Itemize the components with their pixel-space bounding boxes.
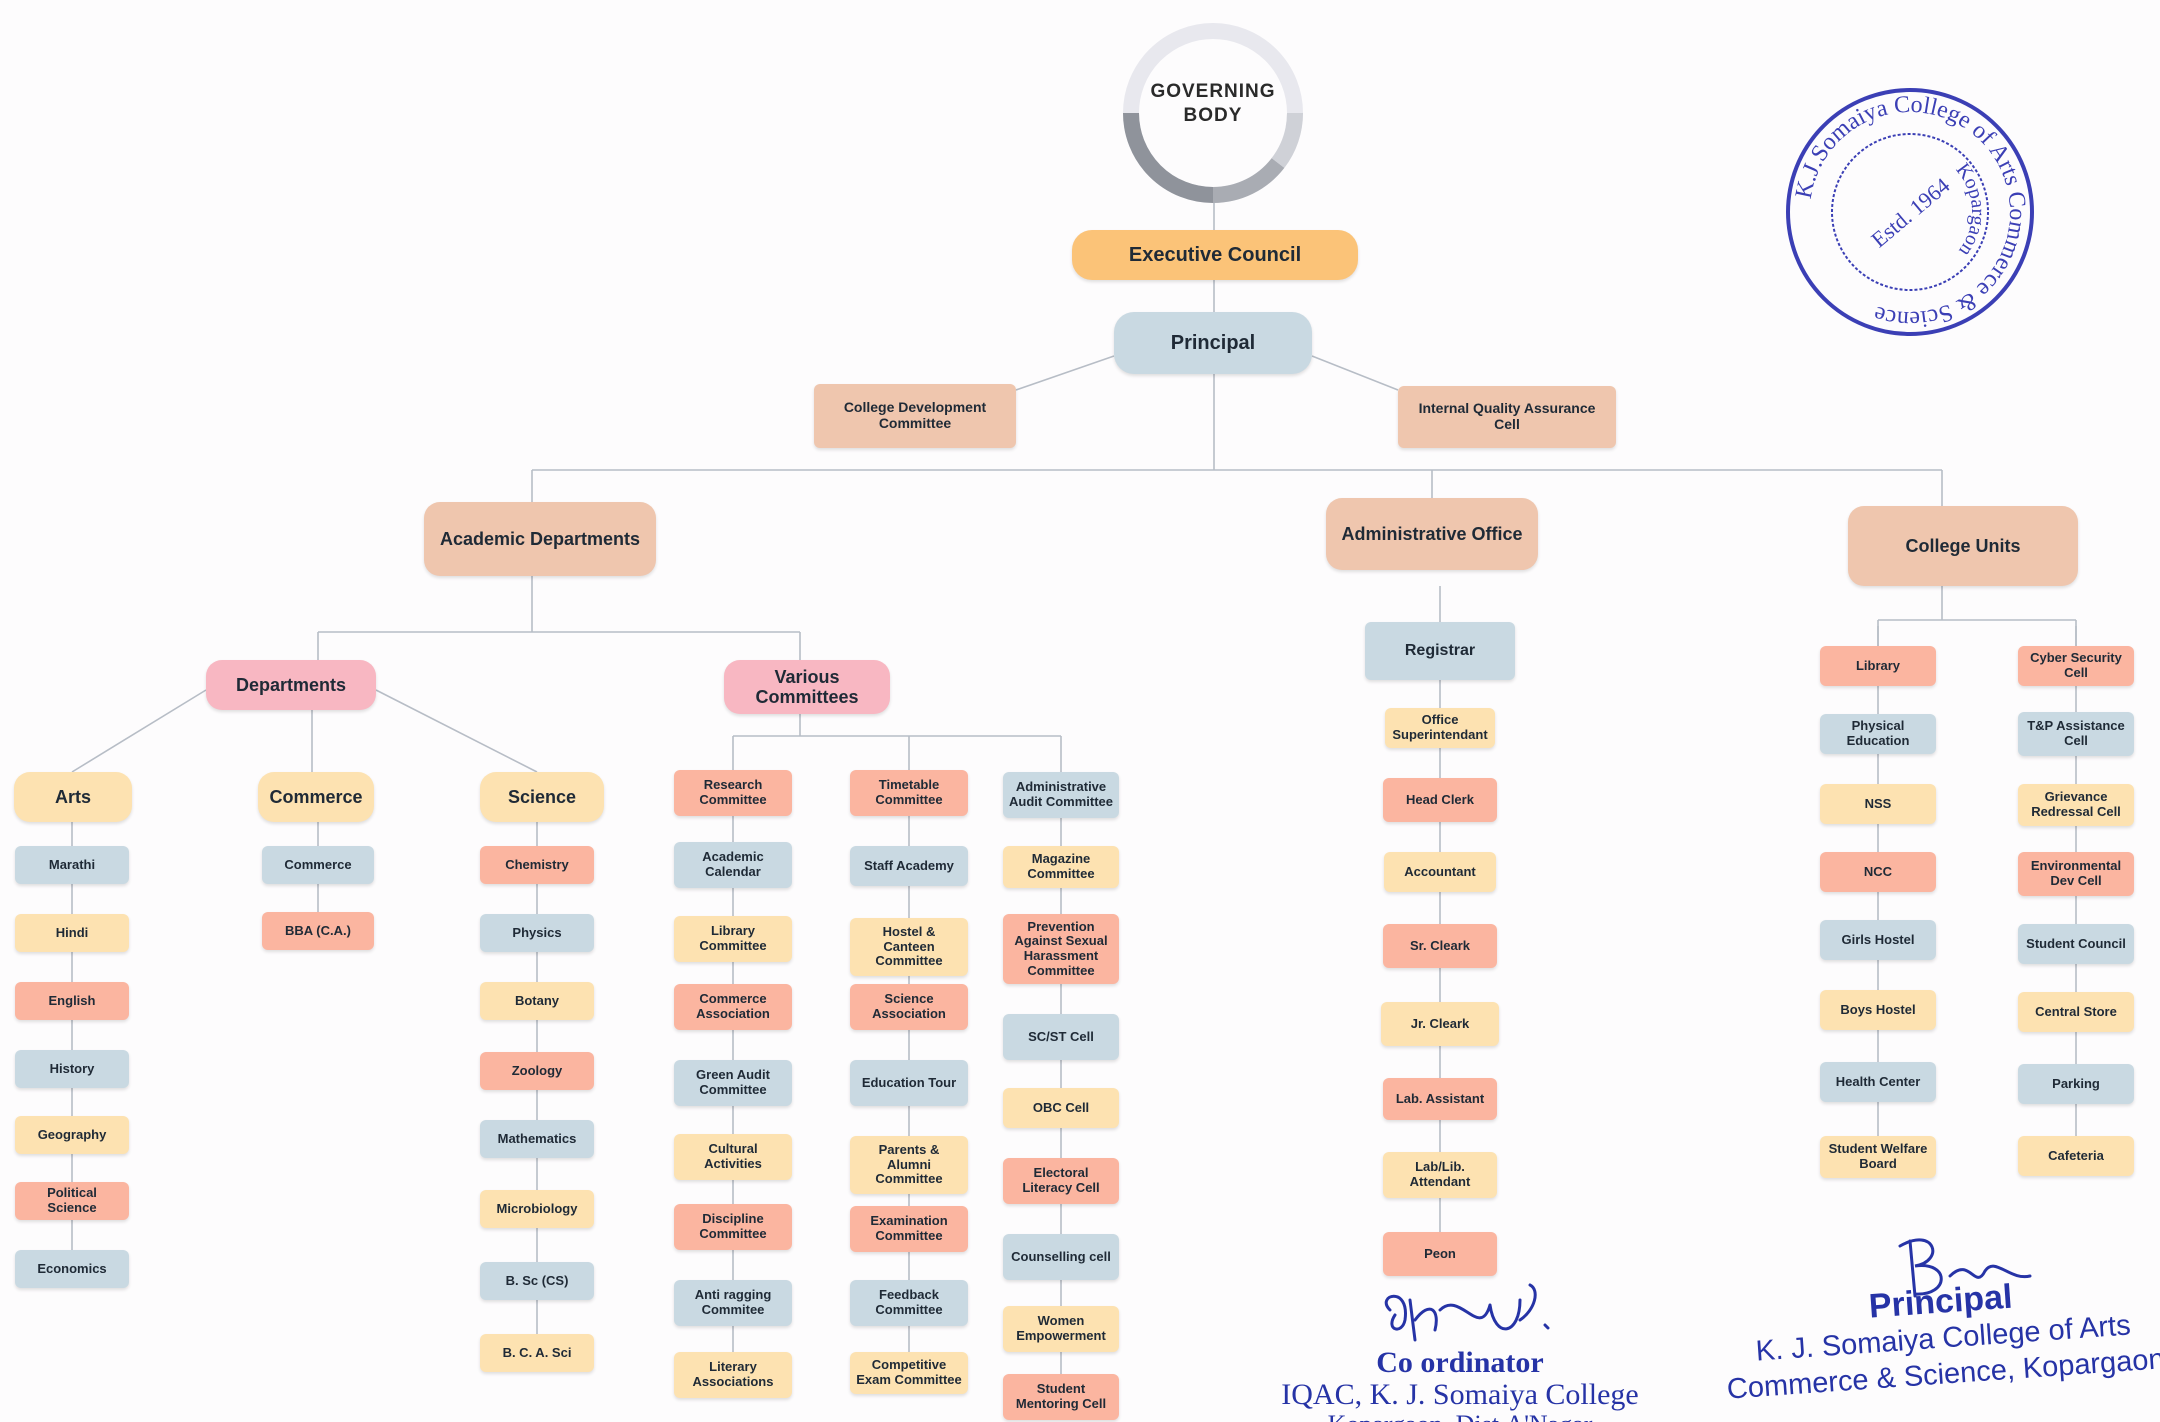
staff-head-clerk: Head Clerk [1383, 778, 1497, 822]
various-committees-node: Various Committees [724, 660, 890, 714]
arts-dept-marathi: Marathi [15, 846, 129, 884]
college-development-committee: College Development Committee [814, 384, 1016, 448]
committee-obc-cell: OBC Cell [1003, 1088, 1119, 1128]
arts-dept-english: English [15, 982, 129, 1020]
arts-dept-economics: Economics [15, 1250, 129, 1288]
committee-discipline-committee: Discipline Committee [674, 1204, 792, 1250]
science-dept-physics: Physics [480, 914, 594, 952]
academic-departments: Academic Departments [424, 502, 656, 576]
unit-health-center: Health Center [1820, 1062, 1936, 1102]
arts-dept-hindi: Hindi [15, 914, 129, 952]
committee-counselling-cell: Counselling cell [1003, 1234, 1119, 1280]
committee-library-committee: Library Committee [674, 916, 792, 962]
committee-parents-alumni-committee: Parents & Alumni Committee [850, 1136, 968, 1194]
committee-research-committee: Research Committee [674, 770, 792, 816]
committee-literary-associations: Literary Associations [674, 1352, 792, 1398]
science-node: Science [480, 772, 604, 822]
committee-anti-ragging-commitee: Anti ragging Commitee [674, 1280, 792, 1326]
svg-text:Kopargaon: Kopargaon [1952, 159, 1989, 260]
commerce-dept-bba-c-a: BBA (C.A.) [262, 912, 374, 950]
unit-library: Library [1820, 646, 1936, 686]
unit-environmental-dev-cell: Environmental Dev Cell [2018, 852, 2134, 896]
principal-node: Principal [1114, 312, 1312, 374]
administrative-office: Administrative Office [1326, 498, 1538, 570]
coordinator-line1: IQAC, K. J. Somaiya College [1281, 1378, 1639, 1411]
committee-education-tour: Education Tour [850, 1060, 968, 1106]
staff-peon: Peon [1383, 1232, 1497, 1276]
committee-cultural-activities: Cultural Activities [674, 1134, 792, 1180]
coordinator-handwritten-signature [1384, 1283, 1550, 1342]
committee-student-mentoring-cell: Student Mentoring Cell [1003, 1374, 1119, 1420]
governing-body: GOVERNING BODY [1150, 81, 1276, 126]
connector [1015, 355, 1115, 391]
commerce-dept-commerce: Commerce [262, 846, 374, 884]
committee-science-association: Science Association [850, 984, 968, 1030]
committee-staff-academy: Staff Academy [850, 846, 968, 886]
science-dept-b-sc-cs: B. Sc (CS) [480, 1262, 594, 1300]
unit-grievance-redressal-cell: Grievance Redressal Cell [2018, 784, 2134, 826]
unit-student-council: Student Council [2018, 924, 2134, 964]
connector [375, 689, 538, 773]
staff-lab-lib-attendant: Lab/Lib. Attendant [1383, 1152, 1497, 1198]
principal-handwritten-signature [1898, 1238, 2032, 1298]
unit-cyber-security-cell: Cyber Security Cell [2018, 646, 2134, 686]
committee-competitive-exam-committee: Competitive Exam Committee [850, 1352, 968, 1394]
coordinator-title: Co ordinator [1376, 1346, 1544, 1379]
committee-commerce-association: Commerce Association [674, 984, 792, 1030]
executive-council: Executive Council [1072, 230, 1358, 280]
staff-lab-assistant: Lab. Assistant [1383, 1078, 1497, 1120]
committee-women-empowerment: Women Empowerment [1003, 1306, 1119, 1352]
college-units: College Units [1848, 506, 2078, 586]
arts-dept-political-science: Political Science [15, 1182, 129, 1220]
unit-girls-hostel: Girls Hostel [1820, 920, 1936, 960]
staff-accountant: Accountant [1384, 852, 1496, 892]
committee-examination-committee: Examination Committee [850, 1206, 968, 1252]
science-dept-mathematics: Mathematics [480, 1120, 594, 1158]
committee-green-audit-committee: Green Audit Committee [674, 1060, 792, 1106]
governing-body-ring [1123, 23, 1303, 203]
committee-electoral-literacy-cell: Electoral Literacy Cell [1003, 1158, 1119, 1204]
unit-cafeteria: Cafeteria [2018, 1136, 2134, 1176]
unit-boys-hostel: Boys Hostel [1820, 990, 1936, 1030]
unit-physical-education: Physical Education [1820, 714, 1936, 754]
committee-hostel-canteen-committee: Hostel & Canteen Committee [850, 918, 968, 976]
unit-ncc: NCC [1820, 852, 1936, 892]
unit-central-store: Central Store [2018, 992, 2134, 1032]
arts-node: Arts [14, 772, 132, 822]
committee-magazine-committee: Magazine Committee [1003, 846, 1119, 888]
departments-node: Departments [206, 660, 376, 710]
arts-dept-history: History [15, 1050, 129, 1088]
arts-dept-geography: Geography [15, 1116, 129, 1154]
staff-jr-cleark: Jr. Cleark [1381, 1002, 1499, 1046]
unit-nss: NSS [1820, 784, 1936, 824]
connector [71, 689, 207, 773]
staff-sr-cleark: Sr. Cleark [1383, 924, 1497, 968]
coordinator-line2: Kopargaon, Dist.A'Nagar [1270, 1410, 1650, 1422]
committee-sc-st-cell: SC/ST Cell [1003, 1014, 1119, 1060]
staff-office-superintendant: Office Superintendant [1385, 708, 1495, 748]
science-dept-zoology: Zoology [480, 1052, 594, 1090]
college-seal: K.J.Somaiya College of Arts Commerce & S… [1786, 88, 2034, 336]
staff-registrar: Registrar [1365, 622, 1515, 680]
unit-parking: Parking [2018, 1064, 2134, 1104]
committee-timetable-committee: Timetable Committee [850, 770, 968, 816]
science-dept-microbiology: Microbiology [480, 1190, 594, 1228]
science-dept-botany: Botany [480, 982, 594, 1020]
connector [1311, 355, 1399, 391]
coordinator-signature-block: Co ordinator IQAC, K. J. Somaiya College… [1270, 1348, 1650, 1422]
commerce-node: Commerce [258, 772, 374, 822]
iqac-node: Internal Quality Assurance Cell [1398, 386, 1616, 448]
svg-text:Estd. 1964: Estd. 1964 [1866, 173, 1954, 253]
committee-feedback-committee: Feedback Committee [850, 1280, 968, 1326]
committee-academic-calendar: Academic Calendar [674, 842, 792, 888]
science-dept-chemistry: Chemistry [480, 846, 594, 884]
science-dept-b-c-a-sci: B. C. A. Sci [480, 1334, 594, 1372]
unit-t-p-assistance-cell: T&P Assistance Cell [2018, 712, 2134, 756]
unit-student-welfare-board: Student Welfare Board [1820, 1136, 1936, 1178]
committee-prevention-against-sexual-harassment-committee: Prevention Against Sexual Harassment Com… [1003, 914, 1119, 984]
committee-administrative-audit-committee: Administrative Audit Committee [1003, 772, 1119, 818]
